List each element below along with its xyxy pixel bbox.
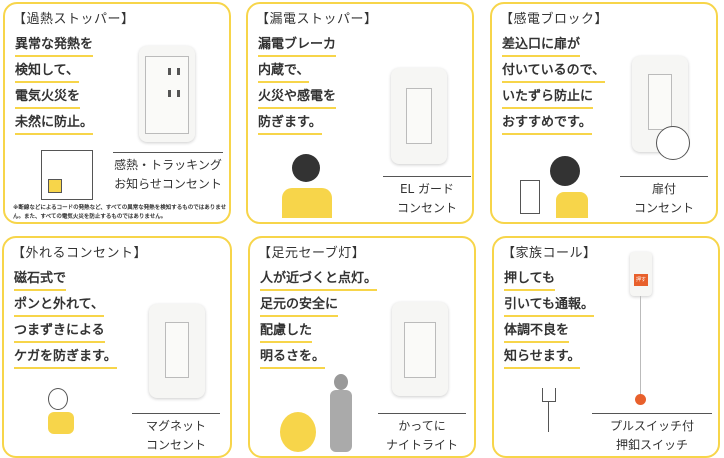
card-title: 【過熱ストッパー】 xyxy=(13,12,135,27)
product-name-line: ナイトライト xyxy=(385,438,458,452)
feature-line: ケガを防ぎます。 xyxy=(14,349,117,369)
person-with-hairdryer-illustration xyxy=(278,154,338,220)
product-name-line: お知らせコンセント xyxy=(114,177,222,191)
card-foot-light: 【足元セーブ灯】 人が近づくと点灯。 足元の安全に 配慮した 明るさを。 かって… xyxy=(248,236,476,458)
card-title: 【足元セーブ灯】 xyxy=(258,246,366,261)
feature-line: 配慮した xyxy=(260,323,313,343)
outlet-product-image xyxy=(139,46,195,142)
night-light-outlet-image xyxy=(392,302,448,396)
shutter-outlet-image xyxy=(632,56,690,160)
feature-line: 押しても xyxy=(504,271,555,291)
smoking-outlet-illustration xyxy=(41,150,93,200)
feature-line: 付いているので、 xyxy=(502,63,606,83)
product-name-line: マグネット xyxy=(145,419,206,433)
hand-pulling-cord-illustration xyxy=(538,388,562,448)
walking-man-illustration xyxy=(280,374,370,454)
card-shock-block: 【感電ブロック】 差込口に扉が 付いているので、 いたずら防止に おすすめです。… xyxy=(490,2,718,224)
feature-line: 差込口に扉が xyxy=(502,37,581,57)
child-at-outlet-illustration xyxy=(520,154,590,218)
card-overheat-stopper: 【過熱ストッパー】 異常な発熱を 検知して、 電気火災を 未然に防止。 感熱・ト… xyxy=(3,2,231,224)
product-name-line: コンセント xyxy=(633,201,694,215)
woman-tripping-illustration xyxy=(34,388,94,454)
call-switch-image: 押す xyxy=(630,252,652,296)
card-leakage-stopper: 【漏電ストッパー】 漏電ブレーカ 内蔵で、 火災や感電を 防ぎます。 EL ガー… xyxy=(246,2,474,224)
pull-cord-ball xyxy=(635,394,646,405)
divider xyxy=(132,413,220,414)
feature-line: 人が近づくと点灯。 xyxy=(260,271,378,291)
feature-line: 検知して、 xyxy=(15,63,79,83)
pull-cord xyxy=(640,296,641,396)
divider xyxy=(592,413,712,414)
card-title: 【外れるコンセント】 xyxy=(12,246,148,261)
feature-line: 漏電ブレーカ xyxy=(258,37,337,57)
el-guard-outlet-image xyxy=(391,68,447,164)
product-name-line: コンセント xyxy=(396,201,457,215)
product-name-line: プルスイッチ付 xyxy=(609,419,694,433)
push-button-label: 押す xyxy=(634,274,648,286)
feature-line: いたずら防止に xyxy=(502,89,594,109)
divider xyxy=(378,413,466,414)
magnet-outlet-image xyxy=(149,304,205,398)
divider xyxy=(383,176,471,177)
card-magnet-outlet: 【外れるコンセント】 磁石式で ポンと外れて、 つまずきによる ケガを防ぎます。… xyxy=(2,236,232,458)
feature-line: ポンと外れて、 xyxy=(14,297,104,317)
product-name-line: 感熱・トラッキング xyxy=(114,158,222,172)
feature-line: 電気火災を xyxy=(15,89,81,109)
divider xyxy=(620,176,708,177)
card-title: 【感電ブロック】 xyxy=(500,12,609,27)
feature-line: おすすめです。 xyxy=(502,115,592,135)
feature-line: 引いても通報。 xyxy=(504,297,594,317)
feature-line: 未然に防止。 xyxy=(15,115,94,135)
divider xyxy=(113,152,223,153)
feature-line: 火災や感電を xyxy=(258,89,337,109)
feature-line: 体調不良を xyxy=(504,323,570,343)
card-family-call: 【家族コール】 押しても 引いても通報。 体調不良を 知らせます。 押す プルス… xyxy=(492,236,720,458)
feature-line: 内蔵で、 xyxy=(258,63,310,83)
product-name-line: 押釦スイッチ xyxy=(615,438,688,452)
feature-line: 異常な発熱を xyxy=(15,37,94,57)
feature-line: 明るさを。 xyxy=(260,349,326,369)
feature-line: 足元の安全に xyxy=(260,297,339,317)
product-name-line: EL ガード xyxy=(399,182,455,196)
card-title: 【家族コール】 xyxy=(502,246,597,261)
feature-line: つまずきによる xyxy=(14,323,105,343)
product-name-line: コンセント xyxy=(145,438,206,452)
feature-line: 知らせます。 xyxy=(504,349,581,369)
feature-line: 防ぎます。 xyxy=(258,115,322,135)
product-name-line: 扉付 xyxy=(651,182,676,196)
feature-line: 磁石式で xyxy=(14,271,67,291)
disclaimer-note: ※断線などによるコードの発熱など、すべての異常な発熱を検知するものではありません… xyxy=(13,205,227,220)
card-title: 【漏電ストッパー】 xyxy=(256,12,378,27)
product-name-line: かってに xyxy=(398,419,446,433)
